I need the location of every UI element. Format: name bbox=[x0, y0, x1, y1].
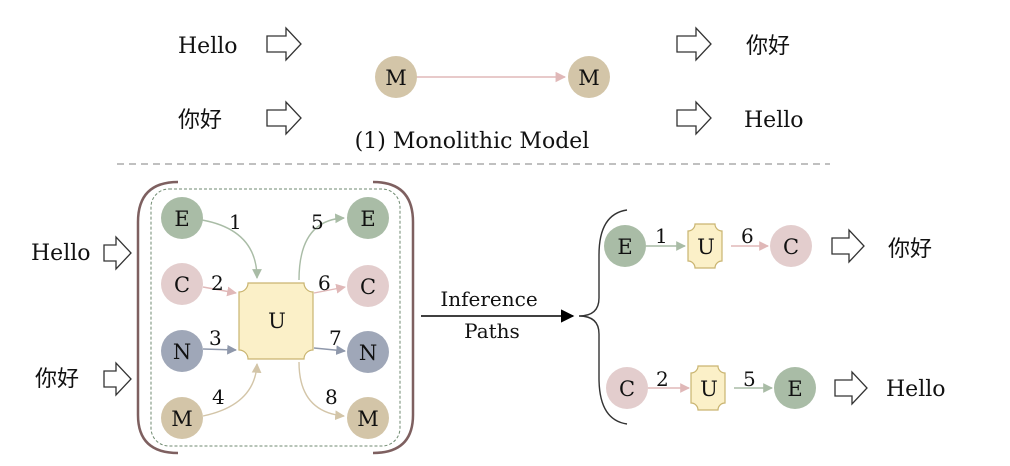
decoder-node-n bbox=[347, 331, 389, 373]
top-output-arrow-2 bbox=[676, 100, 712, 136]
top-input-hello: Hello bbox=[178, 34, 238, 59]
encoder-node-m-label: M bbox=[171, 407, 193, 431]
path1-node-e-label: E bbox=[617, 235, 632, 259]
encoder-node-n-label: N bbox=[173, 340, 191, 364]
path2-node-e bbox=[774, 367, 816, 409]
encoder-node-m bbox=[161, 397, 203, 439]
edge-number-8: 8 bbox=[325, 385, 338, 409]
decoder-node-m-label: M bbox=[357, 407, 379, 431]
module-box-left-bracket bbox=[136, 180, 179, 455]
path1-node-e bbox=[604, 225, 646, 267]
top-output-arrow-1 bbox=[676, 26, 712, 62]
decoder-node-c-label: C bbox=[360, 275, 376, 299]
top-output-hello: Hello bbox=[744, 108, 804, 133]
top-input-nihao: 你好 bbox=[178, 108, 222, 133]
modular-section: Hello 你好 U E C N M E C bbox=[31, 180, 946, 455]
top-input-arrow-2 bbox=[266, 100, 302, 136]
path2-node-c bbox=[606, 367, 648, 409]
bottom-input-arrow-1 bbox=[103, 235, 132, 271]
edge-decoder-n bbox=[313, 345, 346, 356]
path1-number-2: 6 bbox=[741, 224, 754, 248]
inference-label-line1: Inference bbox=[440, 287, 537, 311]
path1-node-c-label: C bbox=[783, 235, 799, 259]
edge-number-5: 5 bbox=[311, 210, 324, 234]
monolithic-node-right bbox=[568, 56, 610, 98]
monolithic-caption: (1) Monolithic Model bbox=[355, 129, 590, 154]
top-input-arrow-1 bbox=[266, 26, 302, 62]
encoder-node-e-label: E bbox=[174, 207, 189, 231]
edge-encoder-e bbox=[201, 219, 262, 279]
decoder-node-e-label: E bbox=[360, 207, 375, 231]
monolithic-node-left-label: M bbox=[385, 66, 407, 90]
encoder-node-c bbox=[161, 263, 203, 305]
edge-decoder-m bbox=[298, 361, 345, 421]
edge-decoder-c bbox=[313, 283, 346, 294]
bottom-input-nihao: 你好 bbox=[35, 367, 79, 392]
path2-output-arrow bbox=[834, 370, 868, 406]
decoder-node-n-label: N bbox=[359, 341, 377, 365]
module-inner-box bbox=[150, 188, 401, 447]
bottom-input-hello: Hello bbox=[31, 241, 91, 266]
edge-number-7: 7 bbox=[329, 326, 342, 350]
edge-encoder-m bbox=[202, 363, 262, 417]
edge-number-3: 3 bbox=[209, 326, 222, 350]
encoder-node-n bbox=[161, 330, 203, 372]
inference-path-2: C U E 2 5 Hello bbox=[606, 365, 946, 411]
top-output-nihao: 你好 bbox=[746, 34, 790, 59]
path1-node-c bbox=[770, 225, 812, 267]
path2-node-c-label: C bbox=[619, 377, 635, 401]
encoder-node-e bbox=[161, 197, 203, 239]
path1-node-u bbox=[687, 223, 723, 269]
decoder-node-e bbox=[347, 197, 389, 239]
path2-node-e-label: E bbox=[787, 377, 802, 401]
hub-node-label: U bbox=[268, 309, 286, 333]
edge-decoder-e bbox=[298, 213, 345, 281]
decoder-node-c bbox=[347, 265, 389, 307]
inference-label-line2: Paths bbox=[464, 319, 520, 343]
monolithic-section: Hello 你好 M M 你好 Hello (1) Monolithic Mod… bbox=[178, 26, 804, 154]
monolithic-node-right-label: M bbox=[578, 66, 600, 90]
paths-brace bbox=[578, 209, 628, 425]
path2-number-1: 2 bbox=[656, 367, 669, 391]
edge-number-4: 4 bbox=[212, 385, 225, 409]
path1-output-arrow bbox=[831, 228, 865, 264]
edge-encoder-n bbox=[202, 344, 237, 355]
edge-encoder-c bbox=[202, 286, 237, 297]
decoder-node-m bbox=[347, 397, 389, 439]
path2-node-u bbox=[690, 365, 726, 411]
path2-number-2: 5 bbox=[743, 367, 756, 391]
monolithic-node-left bbox=[375, 56, 417, 98]
edge-number-6: 6 bbox=[318, 271, 331, 295]
edge-number-2: 2 bbox=[211, 271, 224, 295]
edge-number-1: 1 bbox=[229, 210, 242, 234]
module-box-right-bracket bbox=[372, 180, 415, 455]
path2-output: Hello bbox=[886, 377, 946, 402]
inference-path-1: E U C 1 6 你好 bbox=[604, 223, 932, 269]
path1-node-u-label: U bbox=[697, 235, 715, 259]
path1-output: 你好 bbox=[888, 237, 932, 262]
bottom-input-arrow-2 bbox=[103, 361, 132, 397]
path1-number-1: 1 bbox=[655, 224, 668, 248]
hub-node bbox=[238, 282, 314, 360]
encoder-node-c-label: C bbox=[174, 273, 190, 297]
path2-node-u-label: U bbox=[700, 377, 718, 401]
